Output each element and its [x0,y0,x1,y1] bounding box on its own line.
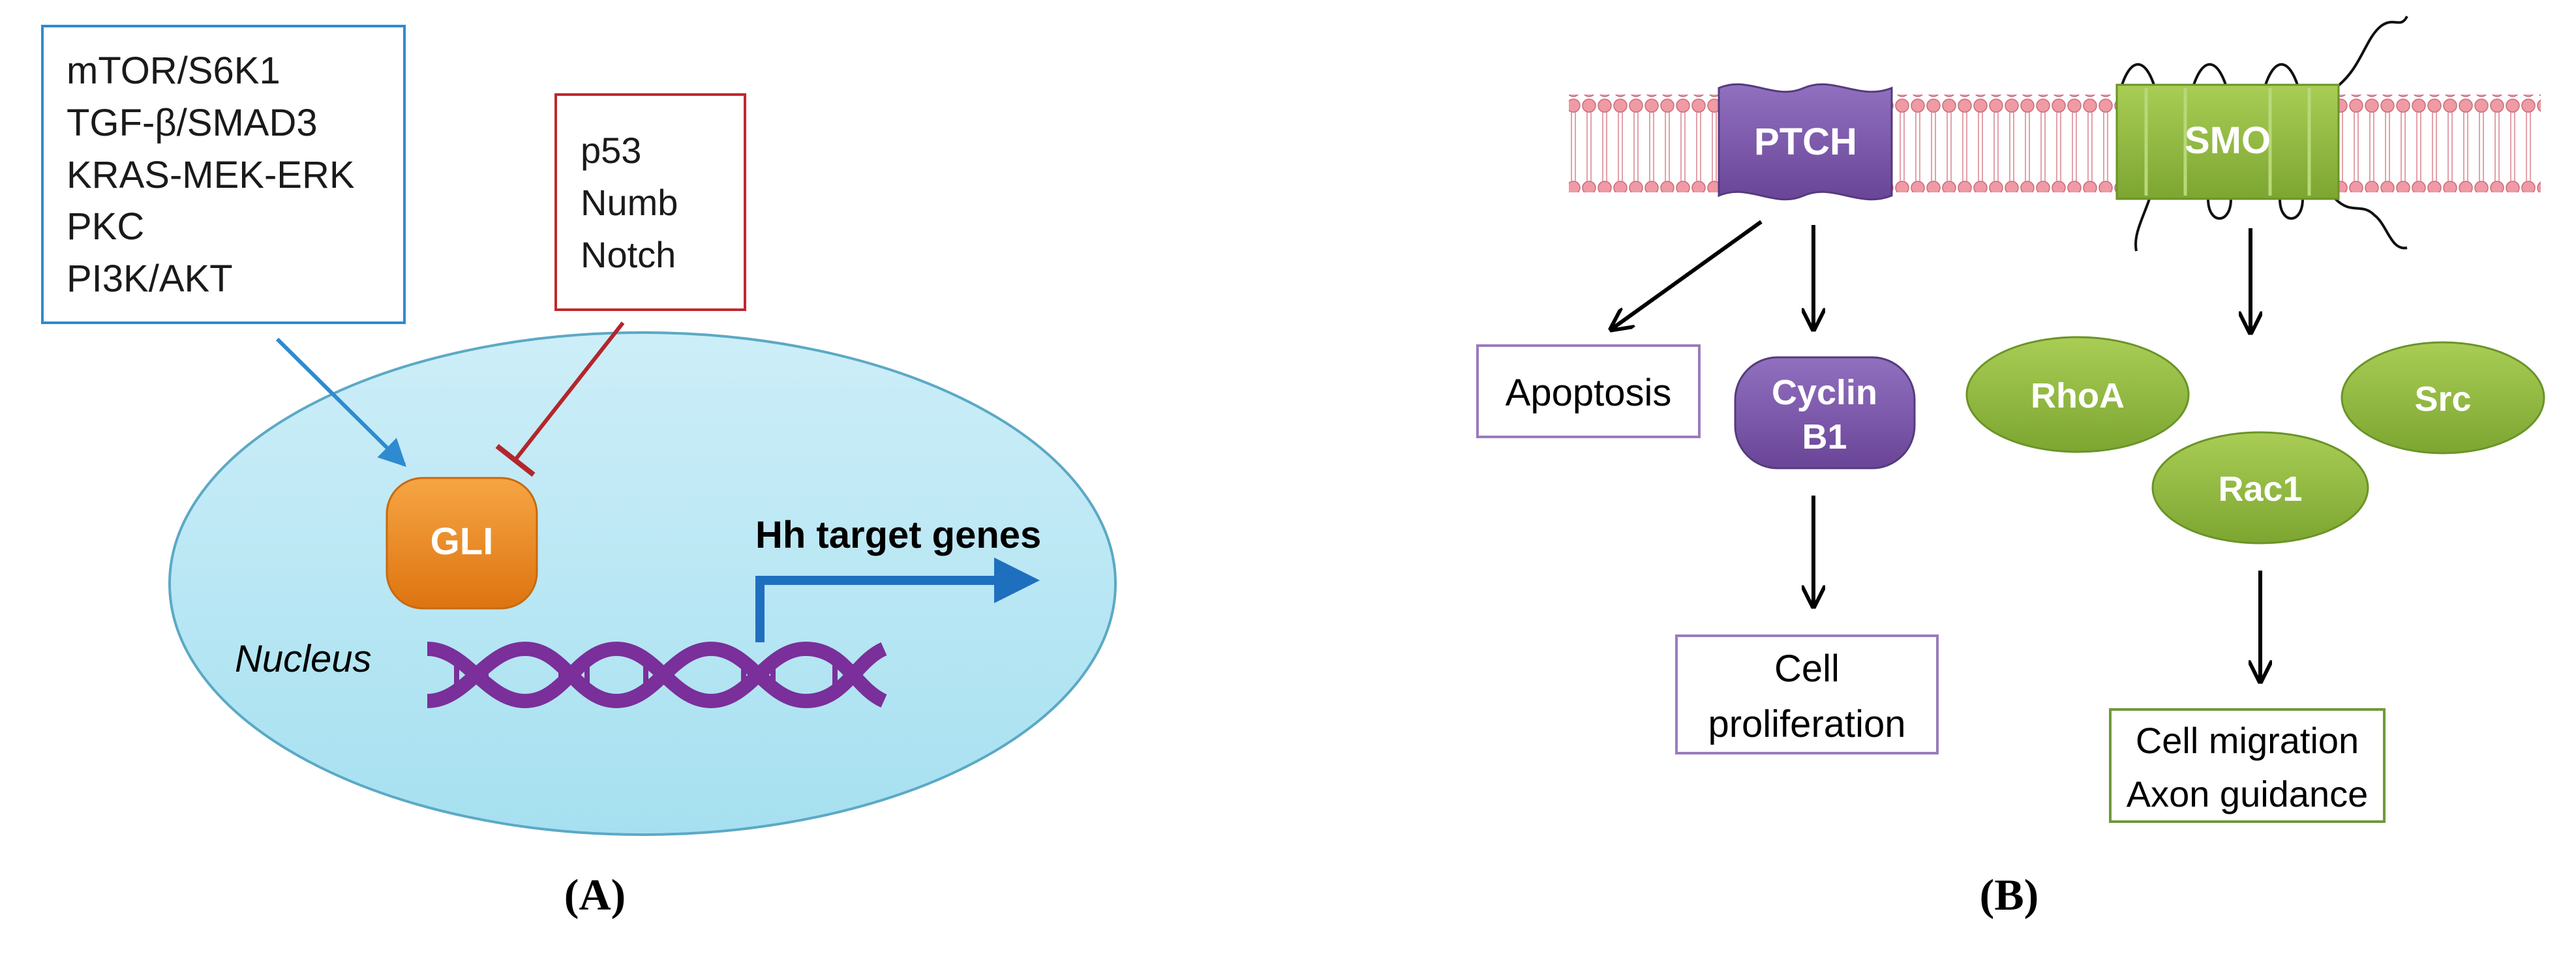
src-label: Src [2414,380,2471,419]
rac1-node [2151,431,2369,544]
activator-tgf: TGF-β/SMAD3 [67,102,318,144]
activator-box [41,25,406,324]
inhibition-arrow [495,321,625,477]
activation-arrow [275,337,406,467]
inhibitor-notch: Notch [581,234,676,275]
activator-kras: KRAS-MEK-ERK [67,154,355,196]
cyclin-line1: Cyclin [1772,373,1877,412]
gli-label: GLI [431,520,494,563]
dna-helix [427,641,888,709]
migration-box [2109,708,2386,823]
migration-line2: Axon guidance [2127,773,2369,814]
cyclin-b1-node [1734,356,1916,470]
target-genes-label: Hh target genes [755,514,1041,556]
activator-pi3k: PI3K/AKT [67,258,233,300]
gli-node [386,477,538,610]
cyclin-line2: B1 [1802,417,1847,456]
apoptosis-label: Apoptosis [1506,372,1672,414]
activator-pkc: PKC [67,205,144,248]
src-node [2341,341,2545,455]
cell-membrane [1569,95,2541,192]
panel-b: PTCH SMO Apoptosis Cy [1476,15,2545,919]
inhibitor-box [554,93,746,311]
proliferation-line2: proliferation [1708,703,1905,745]
smo-receptor [2115,15,2408,252]
panel-b-caption: (B) [1980,870,2039,919]
proliferation-line1: Cell [1774,648,1840,690]
inhibitor-numb: Numb [581,182,678,223]
rhoa-node [1965,336,2190,453]
apoptosis-box [1476,344,1701,438]
panel-a: mTOR/S6K1 TGF-β/SMAD3 KRAS-MEK-ERK PKC P… [41,25,1117,919]
ptch-to-apoptosis-arrow [1611,220,1763,329]
smo-label: SMO [2185,119,2271,162]
activator-mtor: mTOR/S6K1 [67,50,280,92]
target-gene-arrow [755,558,1040,642]
inhibitor-p53: p53 [581,130,641,171]
rhoa-label: RhoA [2031,376,2125,415]
ptch-receptor [1718,83,1893,201]
proliferation-box [1675,634,1939,754]
ptch-label: PTCH [1754,121,1857,163]
nucleus-label: Nucleus [235,638,372,680]
panel-a-caption: (A) [564,870,626,919]
rac1-label: Rac1 [2218,470,2302,509]
migration-line1: Cell migration [2136,720,2359,761]
